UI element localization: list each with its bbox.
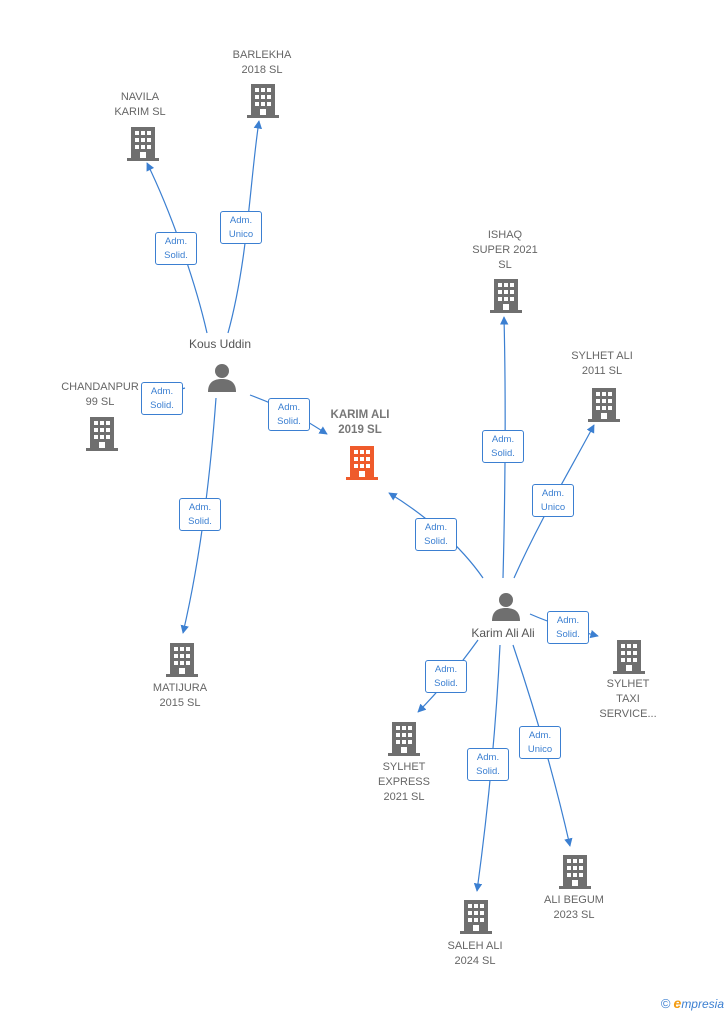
copyright-symbol: © bbox=[660, 996, 671, 1011]
karim-ali-ali-label[interactable]: Karim Ali Ali bbox=[471, 626, 535, 640]
brand-name: mpresia bbox=[681, 997, 724, 1011]
barlekha-building-icon[interactable] bbox=[247, 84, 279, 118]
ishaq-building-icon[interactable] bbox=[490, 279, 522, 313]
role-kaa-ishaq[interactable]: Adm.Solid. bbox=[482, 430, 524, 463]
role-kaa-taxi[interactable]: Adm.Solid. bbox=[547, 611, 589, 644]
ali-begum-building-icon[interactable] bbox=[559, 855, 591, 889]
chandanpur-building-icon[interactable] bbox=[86, 417, 118, 451]
role-kous-chandanpur[interactable]: Adm.Solid. bbox=[141, 382, 183, 415]
karim-ali-ali-person-icon[interactable] bbox=[492, 593, 520, 621]
role-kous-karim2019[interactable]: Adm.Solid. bbox=[268, 398, 310, 431]
role-kaa-begum[interactable]: Adm.Unico bbox=[519, 726, 561, 759]
role-kaa-sylhetali[interactable]: Adm.Unico bbox=[532, 484, 574, 517]
kous-uddin-person-icon[interactable] bbox=[208, 364, 236, 392]
empresia-logo[interactable]: ©empresia bbox=[661, 995, 724, 1011]
brand-initial: e bbox=[673, 995, 682, 1011]
role-kous-navila[interactable]: Adm.Solid. bbox=[155, 232, 197, 265]
role-kaa-karim2019[interactable]: Adm.Solid. bbox=[415, 518, 457, 551]
navila-building-icon[interactable] bbox=[127, 127, 159, 161]
role-kaa-saleh[interactable]: Adm.Solid. bbox=[467, 748, 509, 781]
kous-uddin-label[interactable]: Kous Uddin bbox=[188, 337, 252, 351]
sylhet-ali-building-icon[interactable] bbox=[588, 388, 620, 422]
role-kous-matijura[interactable]: Adm.Solid. bbox=[179, 498, 221, 531]
sylhet-express-building-icon[interactable] bbox=[388, 722, 420, 756]
matijura-building-icon[interactable] bbox=[166, 643, 198, 677]
sylhet-taxi-building-icon[interactable] bbox=[613, 640, 645, 674]
role-kaa-express[interactable]: Adm.Solid. bbox=[425, 660, 467, 693]
karim-ali-2019-building-icon[interactable] bbox=[346, 446, 378, 480]
role-kous-barlekha[interactable]: Adm.Unico bbox=[220, 211, 262, 244]
saleh-ali-building-icon[interactable] bbox=[460, 900, 492, 934]
